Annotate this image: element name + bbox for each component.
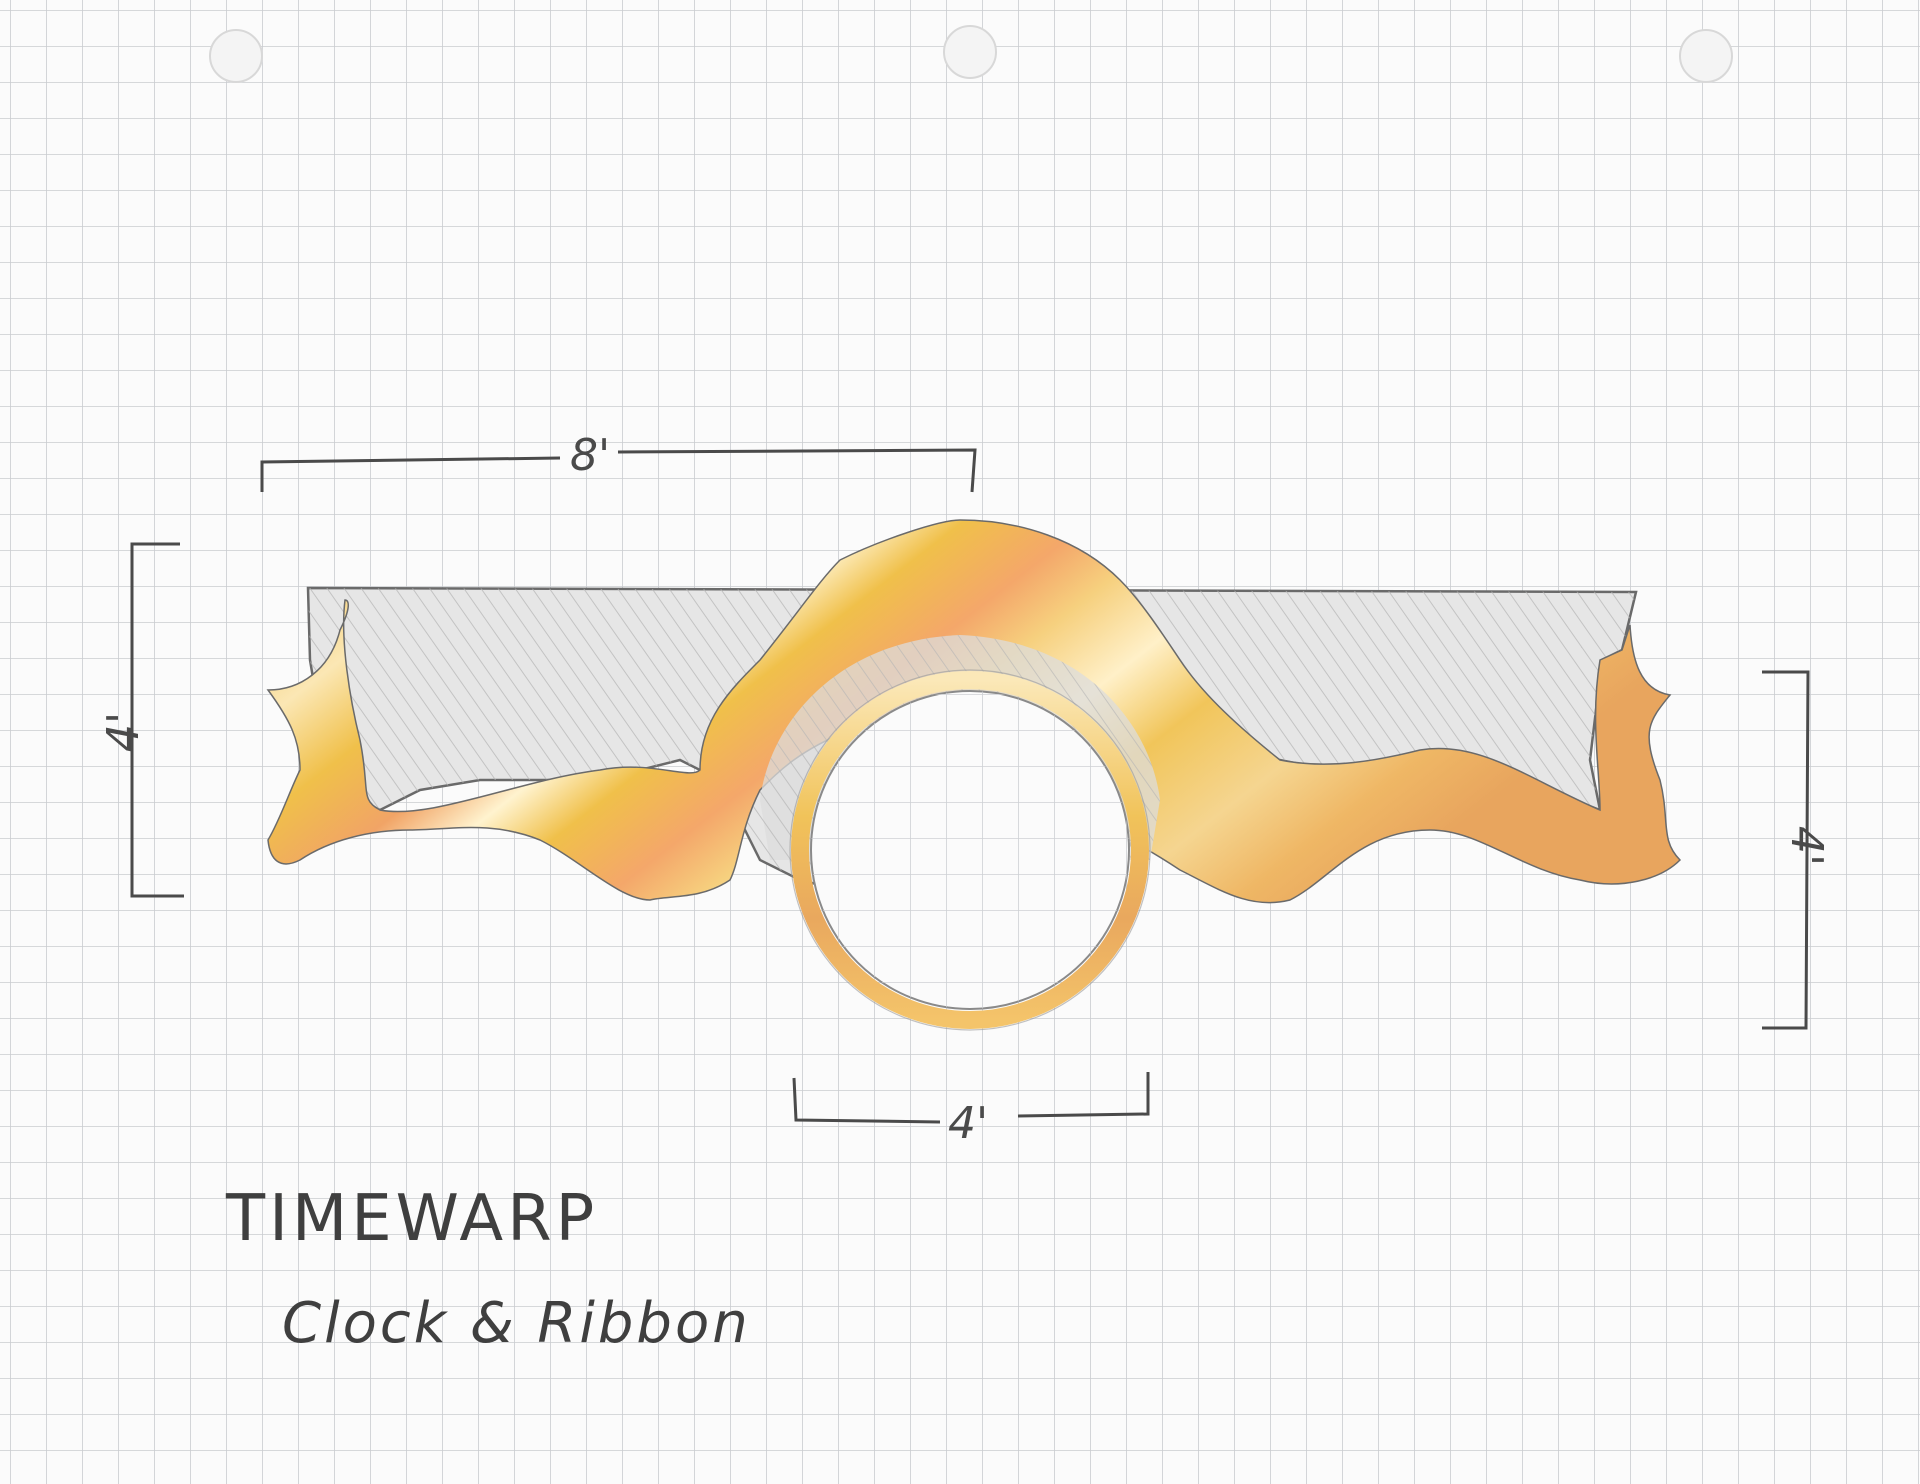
dimension-top (260, 448, 977, 493)
dimension-bottom (792, 1072, 1150, 1124)
dimension-left (130, 542, 184, 898)
binder-hole-left (209, 29, 263, 83)
dimension-top-label: 8' (570, 430, 610, 481)
dimension-right (1762, 670, 1810, 1030)
dimension-bottom-label: 4' (948, 1098, 988, 1149)
dimension-right-label: 4' (1781, 826, 1832, 866)
drawing-title: TIMEWARP (225, 1182, 598, 1256)
dimension-left-label: 4' (98, 712, 149, 752)
binder-hole-center (943, 25, 997, 79)
binder-hole-right (1679, 29, 1733, 83)
clock-ring (791, 671, 1149, 1029)
drawing-subtitle: Clock & Ribbon (282, 1291, 751, 1356)
